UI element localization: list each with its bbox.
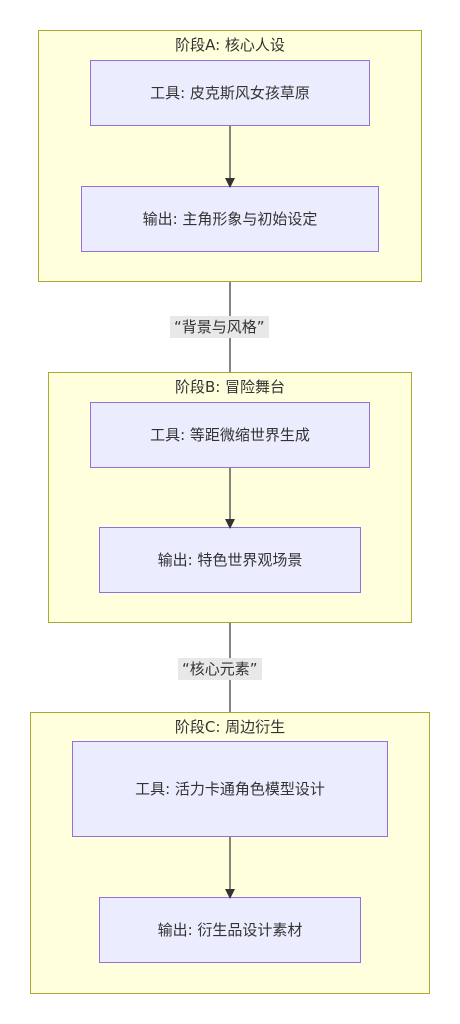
stage-c-output-node[interactable]: 输出: 衍生品设计素材	[99, 897, 361, 963]
stage-b-tool-node[interactable]: 工具: 等距微缩世界生成	[90, 402, 370, 468]
edge-label-background-and-style: “背景与风格”	[170, 316, 269, 338]
edge-label-core-elements: “核心元素”	[178, 658, 262, 680]
stage-b-output-node[interactable]: 输出: 特色世界观场景	[99, 527, 361, 593]
stage-c-tool-node[interactable]: 工具: 活力卡通角色模型设计	[72, 741, 388, 837]
stage-b-title: 阶段B: 冒险舞台	[174, 378, 286, 396]
stage-c-title: 阶段C: 周边衍生	[174, 718, 286, 736]
stage-a-output-node[interactable]: 输出: 主角形象与初始设定	[81, 186, 379, 252]
stage-a-title: 阶段A: 核心人设	[175, 36, 285, 54]
stage-a-tool-node[interactable]: 工具: 皮克斯风女孩草原	[90, 60, 370, 126]
